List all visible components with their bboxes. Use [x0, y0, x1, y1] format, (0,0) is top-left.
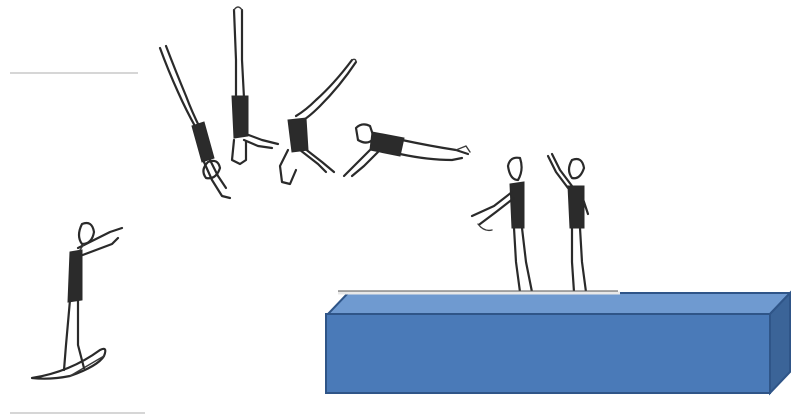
gymnast-figure-landing [470, 156, 534, 294]
gymnast-figure-takeoff [30, 221, 124, 380]
gymnast-figure-handstand [230, 6, 280, 166]
gymnast-figure-finish [546, 152, 590, 294]
box-top-face [325, 292, 791, 315]
box-front-face [325, 313, 771, 394]
balance-beam-box [325, 290, 791, 396]
gymnast-figure-arch [342, 123, 471, 178]
gymnast-figure-flight-1 [158, 44, 232, 200]
gymnast-figure-walkover [278, 58, 358, 186]
springboard [30, 347, 107, 380]
